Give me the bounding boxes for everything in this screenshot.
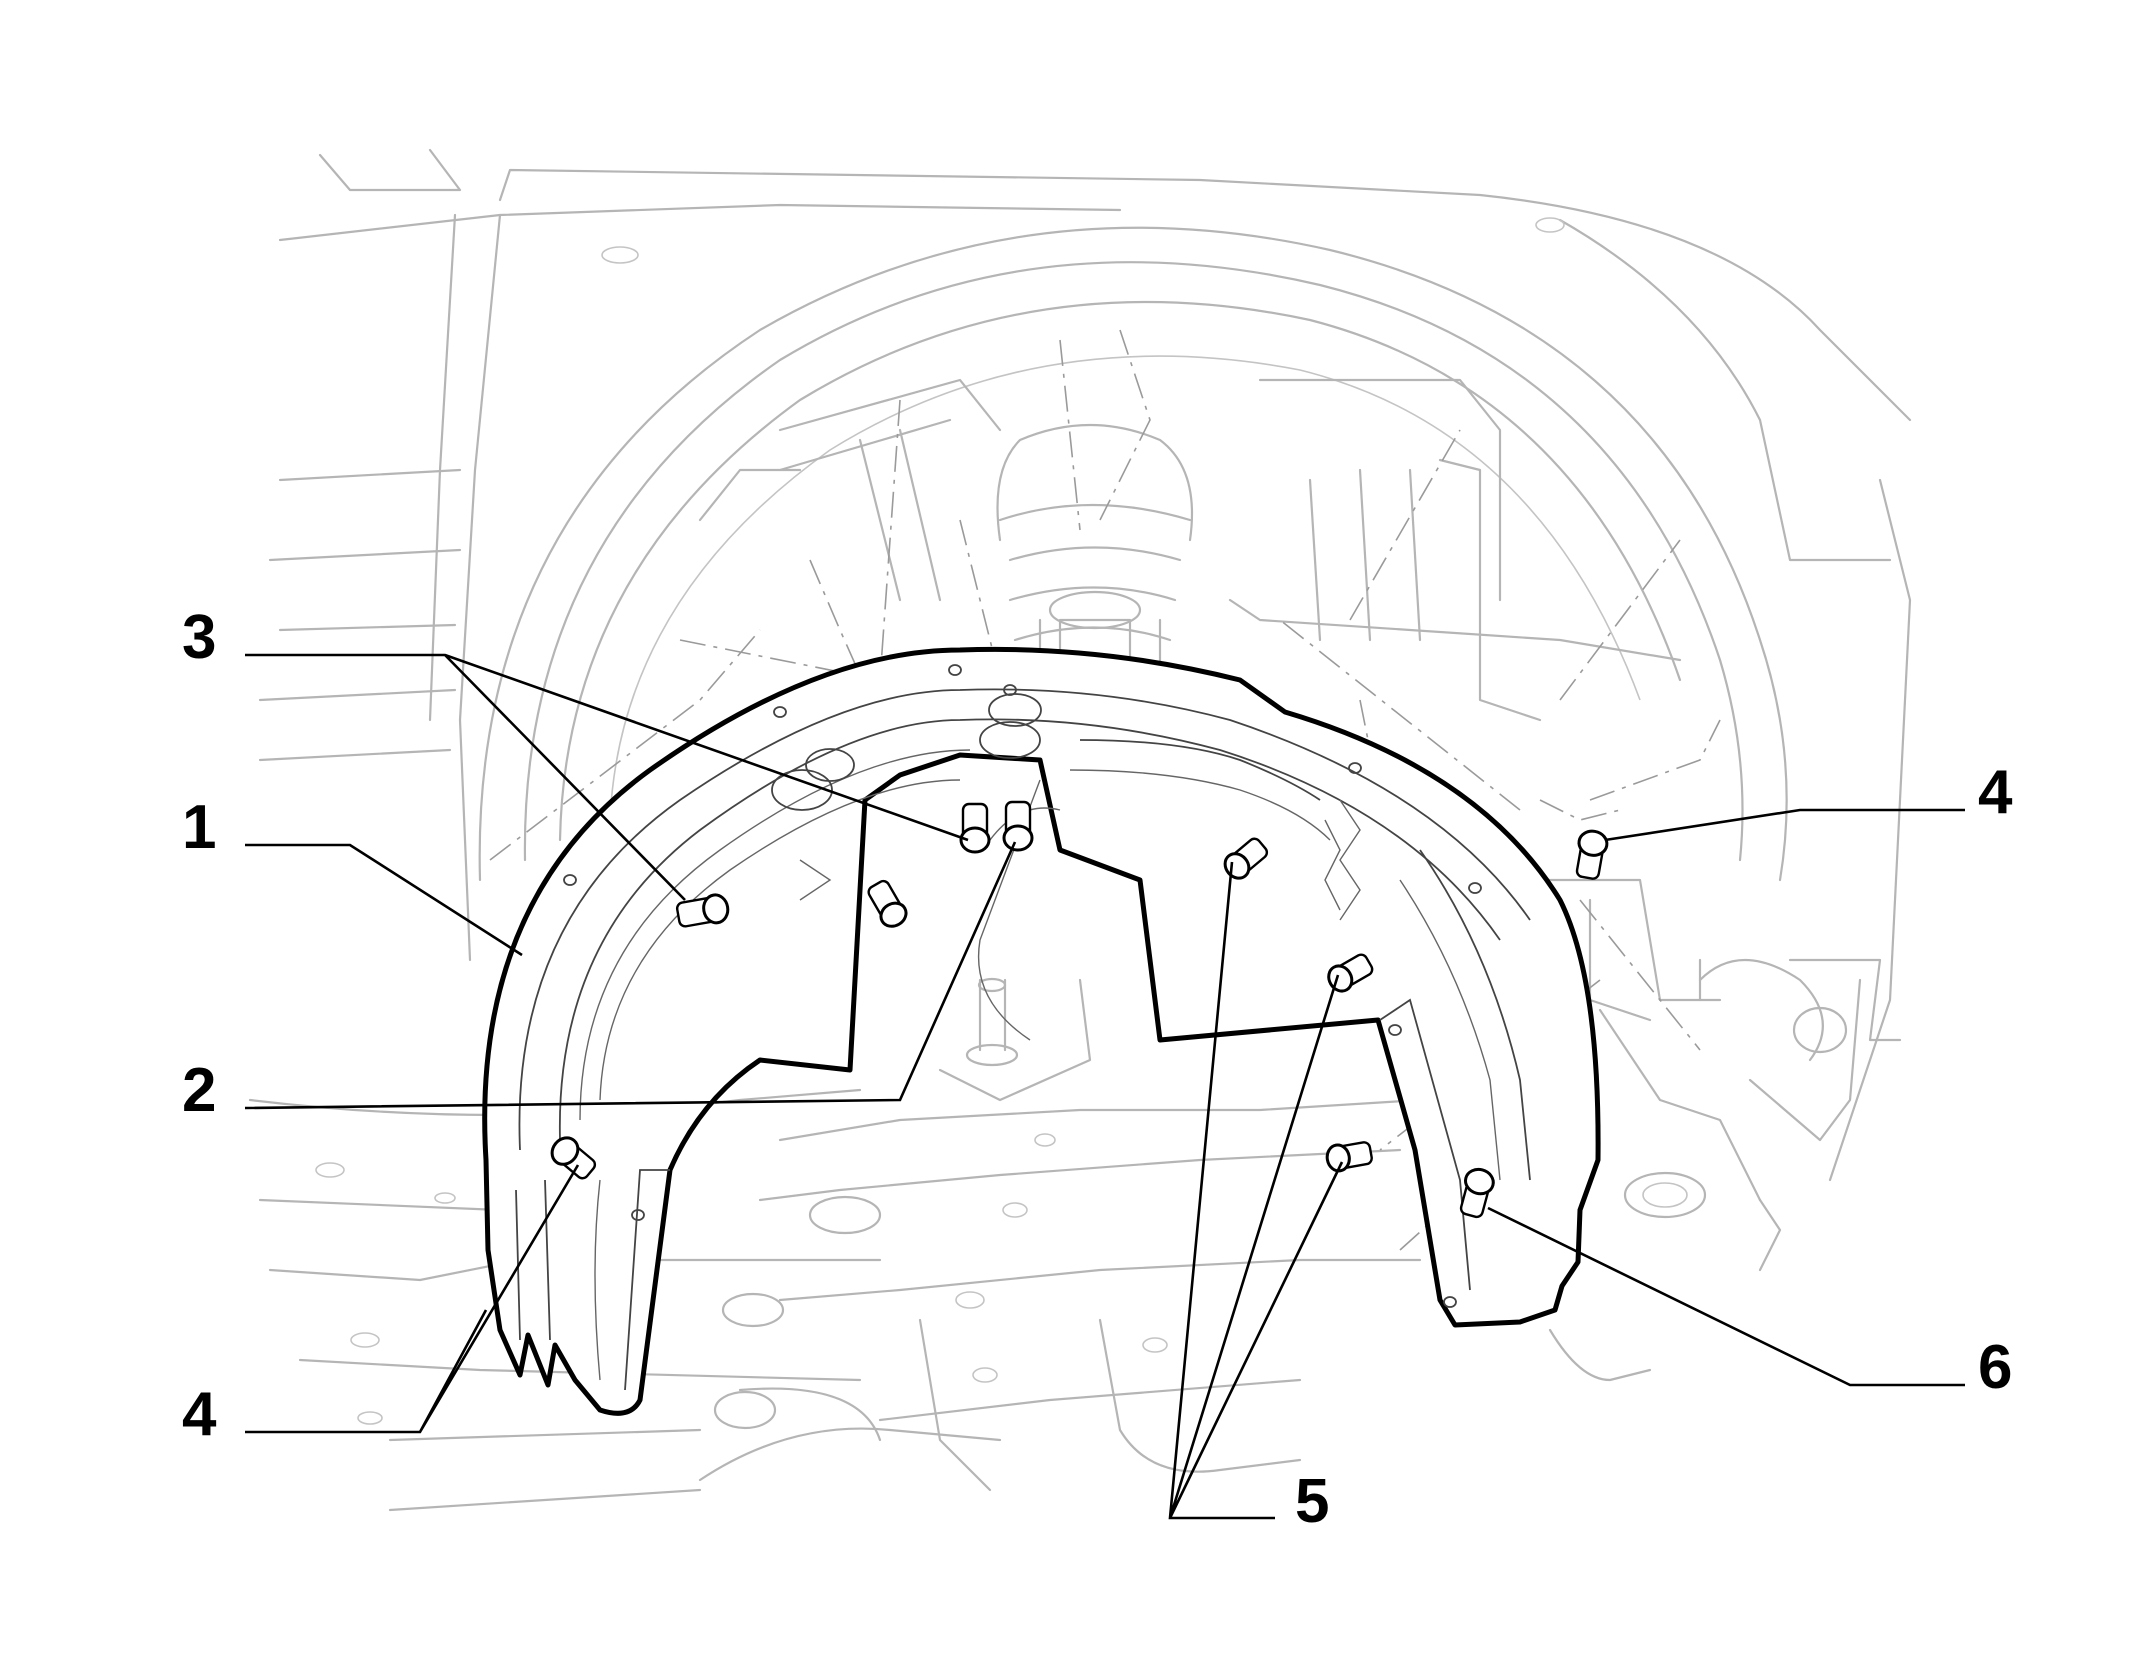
fastener-4-right (1575, 829, 1609, 880)
leader-6 (1487, 1206, 1965, 1387)
callout-6: 6 (1978, 1333, 2012, 1402)
callout-4-left: 4 (182, 1380, 217, 1449)
fastener-2 (867, 879, 908, 928)
leader-2 (244, 841, 1017, 1110)
callout-3: 3 (182, 603, 216, 672)
fastener-4-left (550, 1136, 597, 1180)
leader-lines (244, 653, 1965, 1520)
callout-1: 1 (182, 793, 216, 862)
leader-4-left (245, 1164, 580, 1434)
callout-2: 2 (182, 1056, 216, 1125)
leader-3 (245, 653, 969, 901)
fastener-6 (1459, 1167, 1495, 1219)
fastener-5-lower (1325, 1141, 1373, 1173)
callout-labels: 3 1 2 4 4 5 6 (182, 603, 2013, 1536)
wheel-arch-liner (482, 646, 1601, 1416)
fastener-5-upper (1223, 837, 1269, 880)
leader-4-right (1604, 808, 1965, 842)
leader-5 (1168, 861, 1344, 1520)
callout-5: 5 (1295, 1467, 1329, 1536)
fastener-3-center-a (959, 802, 991, 854)
callout-4-right: 4 (1978, 758, 2013, 827)
vehicle-body-background (248, 148, 1912, 1512)
leader-1 (245, 843, 523, 957)
fastener-3-left (675, 893, 730, 928)
fastener-3-center-b (1002, 800, 1034, 852)
